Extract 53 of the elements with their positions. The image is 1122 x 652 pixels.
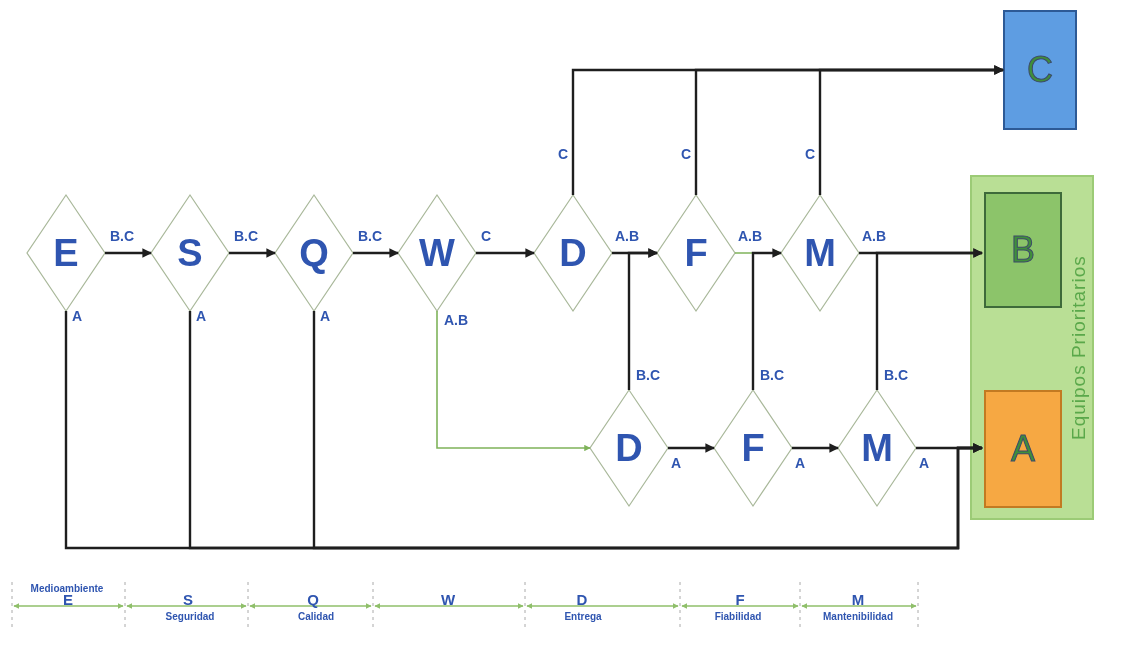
node-label: M (861, 429, 893, 467)
segment-letter: M (851, 592, 865, 607)
arrow (916, 443, 983, 453)
segment-name: Calidad (297, 612, 335, 622)
decision-diamond (534, 195, 612, 311)
arrow (668, 443, 715, 453)
decision-diamond (151, 195, 229, 311)
arrow (751, 248, 782, 390)
segment-name: Medioambiente (30, 584, 104, 594)
segment-name: Fiabilidad (714, 612, 762, 622)
group-panel (970, 175, 1094, 520)
node-label: C (1027, 52, 1053, 88)
arrow (229, 248, 276, 258)
segment-letter: F (735, 592, 745, 607)
node-label: M (804, 234, 836, 272)
node-label: W (419, 234, 455, 272)
category-box (1003, 10, 1077, 130)
segment-name: Entrega (564, 612, 602, 622)
decision-diamond (398, 195, 476, 311)
arrow (353, 248, 399, 258)
arrow (792, 443, 839, 453)
decision-diamond (657, 195, 735, 311)
node-label: E (53, 234, 79, 272)
decision-diamond (781, 195, 859, 311)
segment-letter: E (63, 592, 73, 607)
node-label: D (615, 429, 643, 467)
decision-diamond (590, 390, 668, 506)
group-title: Equipos Prioritarios (1068, 254, 1090, 442)
segment-letter: W (440, 592, 456, 607)
node-label: S (177, 234, 203, 272)
segment-letter: D (576, 592, 588, 607)
node-label: Q (299, 234, 329, 272)
segment-letter: Q (307, 592, 319, 607)
arrow (105, 248, 152, 258)
arrow (627, 248, 658, 390)
segment-letter: S (183, 592, 193, 607)
node-label: F (741, 429, 765, 467)
decision-diamond (275, 195, 353, 311)
segment-name: Mantenibilidad (823, 612, 893, 622)
decision-diamond (714, 390, 792, 506)
arrow (875, 248, 983, 390)
arrow (476, 248, 535, 258)
node-label: F (684, 234, 708, 272)
node-label: A (1011, 431, 1035, 467)
node-label: D (559, 234, 587, 272)
decision-diamond (27, 195, 105, 311)
arrow (818, 65, 1004, 195)
category-box (984, 192, 1062, 308)
category-box (984, 390, 1062, 508)
node-label: B (1011, 232, 1035, 268)
arrow (436, 310, 591, 452)
decision-diamond (838, 390, 916, 506)
segment-name: Seguridad (165, 612, 215, 622)
